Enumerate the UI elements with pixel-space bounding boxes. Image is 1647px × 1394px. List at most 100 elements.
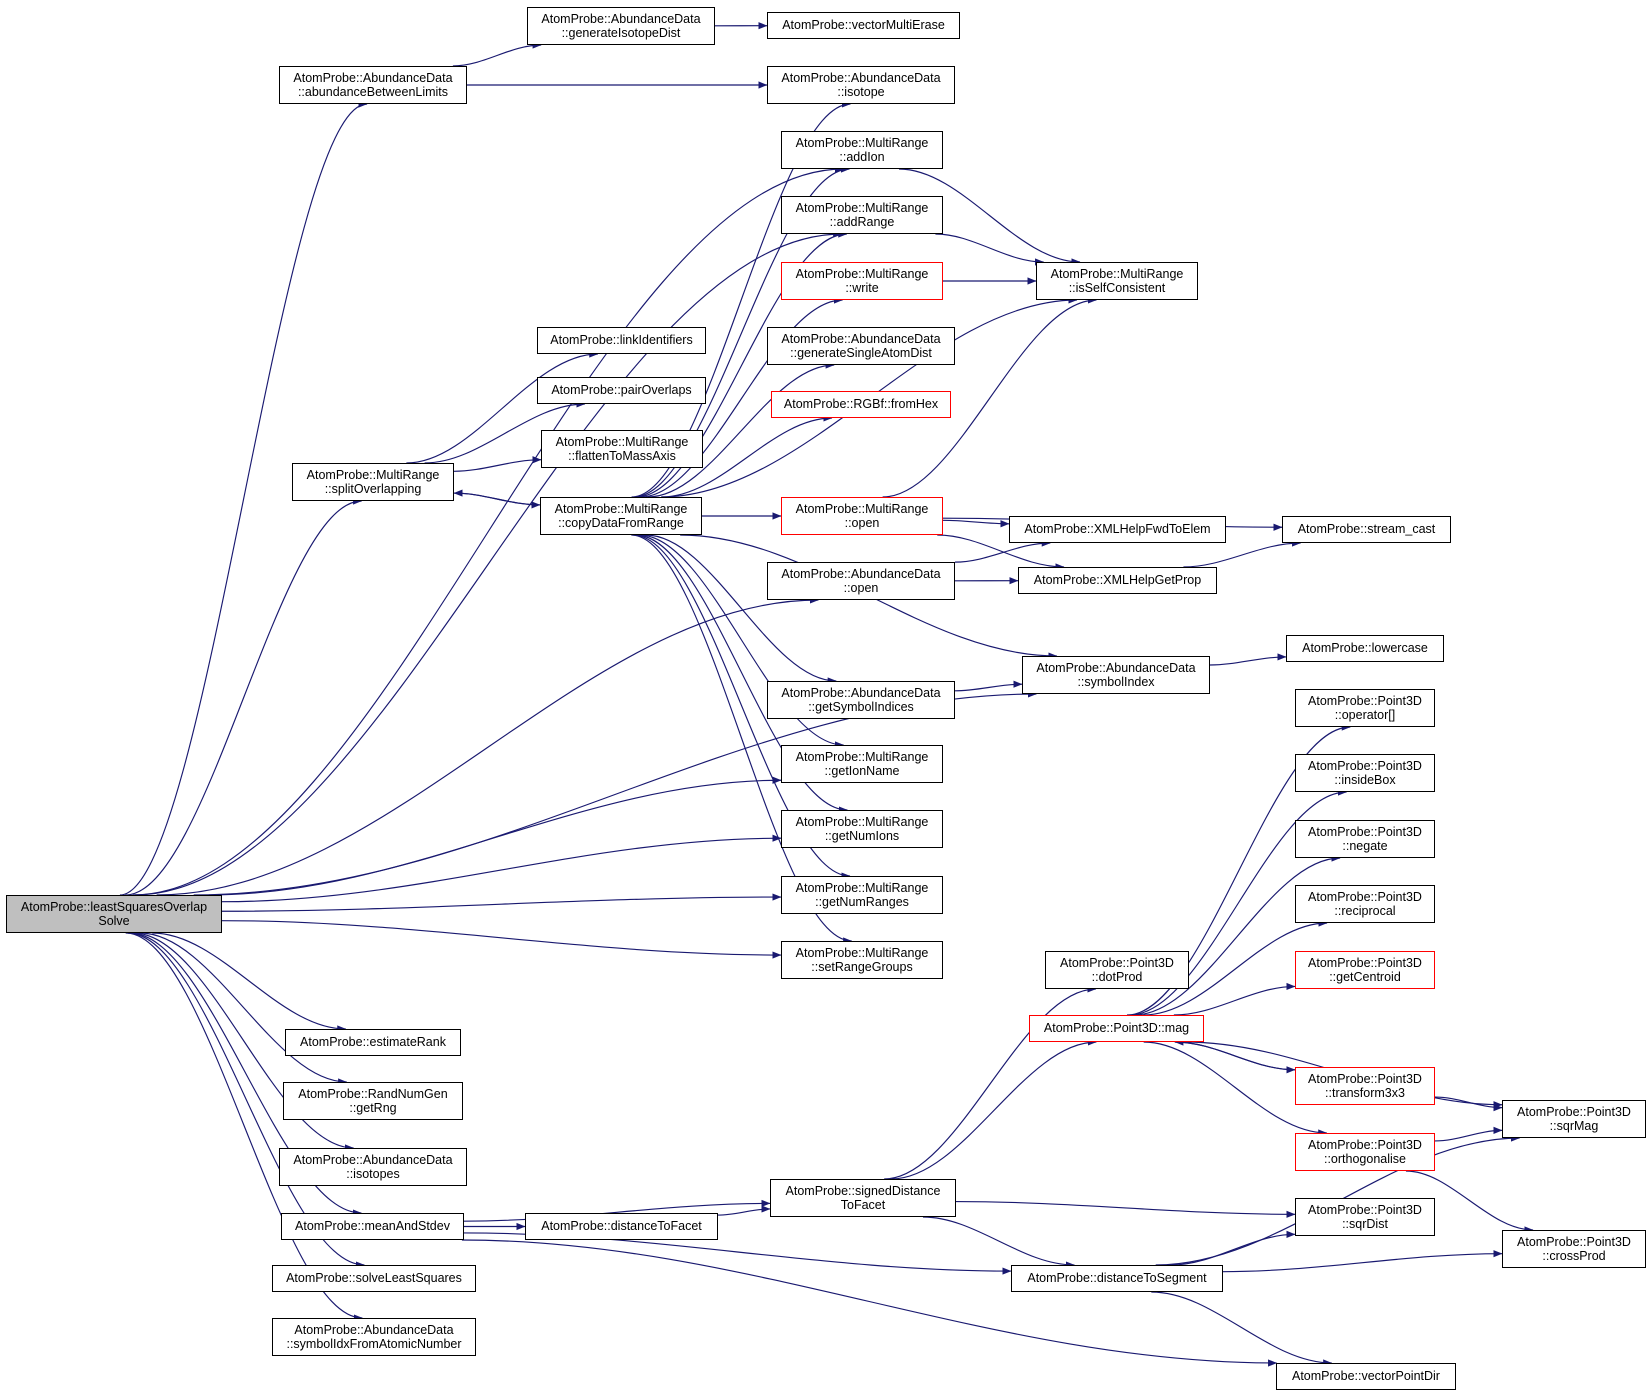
node-label: AtomProbe::MultiRange bbox=[795, 945, 929, 960]
node-sqr-mag[interactable]: AtomProbe::Point3D::sqrMag bbox=[1502, 1100, 1646, 1138]
node-operator-index[interactable]: AtomProbe::Point3D::operator[] bbox=[1295, 689, 1435, 727]
node-transform3x3[interactable]: AtomProbe::Point3D::transform3x3 bbox=[1295, 1067, 1435, 1105]
edge-copyDataFromRange-to-isotope bbox=[631, 100, 851, 498]
node-label: AtomProbe::MultiRange bbox=[795, 501, 929, 516]
node-get-ion-name[interactable]: AtomProbe::MultiRange::getIonName bbox=[781, 745, 943, 783]
edge-root-to-splitOverlapping bbox=[125, 497, 363, 896]
node-label: AtomProbe::Point3D bbox=[1060, 955, 1174, 970]
node-copy-data-from-range[interactable]: AtomProbe::MultiRange::copyDataFromRange bbox=[540, 497, 702, 535]
node-isotope[interactable]: AtomProbe::AbundanceData::isotope bbox=[767, 66, 955, 104]
node-label: AtomProbe::AbundanceData bbox=[781, 685, 941, 700]
node-label: ::isSelfConsistent bbox=[1068, 281, 1166, 295]
edge-root-to-symbolIndex bbox=[193, 690, 1037, 896]
node-label: AtomProbe::MultiRange bbox=[795, 135, 929, 150]
edge-getSymbolIndices-to-symbolIndex bbox=[954, 680, 1023, 692]
node-pair-overlaps[interactable]: AtomProbe::pairOverlaps bbox=[537, 377, 706, 404]
node-label: AtomProbe::AbundanceData bbox=[293, 70, 453, 85]
node-label: AtomProbe::lowercase bbox=[1302, 641, 1428, 656]
node-label: AtomProbe::estimateRank bbox=[300, 1035, 446, 1050]
node-from-hex[interactable]: AtomProbe::RGBf::fromHex bbox=[771, 391, 951, 418]
edge-root-to-solveLeastSquares bbox=[127, 932, 365, 1269]
node-label: ::addIon bbox=[839, 150, 885, 164]
node-add-ion[interactable]: AtomProbe::MultiRange::addIon bbox=[781, 131, 943, 169]
node-get-symbol-indices[interactable]: AtomProbe::AbundanceData::getSymbolIndic… bbox=[767, 681, 955, 719]
node-multirange-open[interactable]: AtomProbe::MultiRange::open bbox=[781, 497, 943, 535]
node-sqr-dist[interactable]: AtomProbe::Point3D::sqrDist bbox=[1295, 1198, 1435, 1236]
edge-adOpen-to-xmlFwd bbox=[954, 539, 1051, 563]
edge-copyDataFromRange-to-write bbox=[640, 296, 843, 498]
node-set-range-groups[interactable]: AtomProbe::MultiRange::setRangeGroups bbox=[781, 941, 943, 979]
edge-copyDataFromRange-to-getSymbolIndices bbox=[645, 534, 837, 685]
node-vector-multi-erase[interactable]: AtomProbe::vectorMultiErase bbox=[767, 12, 960, 39]
node-link-identifiers[interactable]: AtomProbe::linkIdentifiers bbox=[537, 327, 706, 354]
node-label: AtomProbe::RandNumGen bbox=[298, 1086, 448, 1101]
node-abundancedata-open[interactable]: AtomProbe::AbundanceData::open bbox=[767, 562, 955, 600]
edge-signedDistanceToFacet-to-dotProd bbox=[884, 985, 1097, 1180]
node-inside-box[interactable]: AtomProbe::Point3D::insideBox bbox=[1295, 754, 1435, 792]
node-label: AtomProbe::Point3D bbox=[1308, 693, 1422, 708]
node-mag[interactable]: AtomProbe::Point3D::mag bbox=[1029, 1015, 1204, 1042]
node-label: AtomProbe::leastSquaresOverlap bbox=[20, 899, 208, 914]
node-add-range[interactable]: AtomProbe::MultiRange::addRange bbox=[781, 196, 943, 234]
edge-mag-to-negate bbox=[1134, 854, 1341, 1016]
node-label: AtomProbe::Point3D bbox=[1517, 1234, 1631, 1249]
node-label: ::sqrDist bbox=[1342, 1217, 1388, 1231]
node-label: AtomProbe::MultiRange bbox=[795, 200, 929, 215]
node-solve-least-squares[interactable]: AtomProbe::solveLeastSquares bbox=[272, 1265, 476, 1292]
node-orthogonalise[interactable]: AtomProbe::Point3D::orthogonalise bbox=[1295, 1133, 1435, 1171]
node-mean-and-stdev[interactable]: AtomProbe::meanAndStdev bbox=[281, 1213, 464, 1240]
node-cross-prod[interactable]: AtomProbe::Point3D::crossProd bbox=[1502, 1230, 1646, 1268]
edge-copyDataFromRange-to-splitOverlapping bbox=[453, 489, 541, 506]
node-get-num-ranges[interactable]: AtomProbe::MultiRange::getNumRanges bbox=[781, 876, 943, 914]
edge-orthogonalise-to-crossProd bbox=[1405, 1170, 1534, 1234]
node-label: AtomProbe::RGBf::fromHex bbox=[783, 397, 939, 412]
node-symbol-idx-from-atomic-number[interactable]: AtomProbe::AbundanceData::symbolIdxFromA… bbox=[272, 1318, 476, 1356]
node-label: AtomProbe::Point3D bbox=[1308, 1071, 1422, 1086]
node-distance-to-facet[interactable]: AtomProbe::distanceToFacet bbox=[525, 1213, 718, 1240]
node-reciprocal[interactable]: AtomProbe::Point3D::reciprocal bbox=[1295, 885, 1435, 923]
node-label: ::open bbox=[844, 516, 880, 530]
node-xml-help-fwd-to-elem[interactable]: AtomProbe::XMLHelpFwdToElem bbox=[1009, 516, 1226, 543]
node-flatten-to-mass-axis[interactable]: AtomProbe::MultiRange::flattenToMassAxis bbox=[541, 430, 703, 468]
node-label: ::abundanceBetweenLimits bbox=[297, 85, 449, 99]
node-dot-prod[interactable]: AtomProbe::Point3D::dotProd bbox=[1045, 951, 1189, 989]
node-stream-cast[interactable]: AtomProbe::stream_cast bbox=[1282, 516, 1451, 543]
node-label: AtomProbe::Point3D bbox=[1308, 955, 1422, 970]
node-negate[interactable]: AtomProbe::Point3D::negate bbox=[1295, 820, 1435, 858]
node-label: AtomProbe::XMLHelpFwdToElem bbox=[1024, 522, 1211, 537]
edge-splitOverlapping-to-flattenToMassAxis bbox=[453, 456, 542, 472]
node-estimate-rank[interactable]: AtomProbe::estimateRank bbox=[285, 1029, 461, 1056]
node-label: ::dotProd bbox=[1091, 970, 1143, 984]
node-label: ::getSymbolIndices bbox=[808, 700, 914, 714]
node-vector-point-dir[interactable]: AtomProbe::vectorPointDir bbox=[1276, 1363, 1456, 1390]
node-generate-isotope-dist[interactable]: AtomProbe::AbundanceData::generateIsotop… bbox=[527, 7, 715, 45]
node-label: ::transform3x3 bbox=[1325, 1086, 1405, 1100]
node-lowercase[interactable]: AtomProbe::lowercase bbox=[1286, 635, 1444, 662]
node-label: Solve bbox=[98, 914, 130, 928]
node-label: AtomProbe::AbundanceData bbox=[781, 70, 941, 85]
node-xml-help-get-prop[interactable]: AtomProbe::XMLHelpGetProp bbox=[1018, 567, 1217, 594]
node-isotopes[interactable]: AtomProbe::AbundanceData::isotopes bbox=[279, 1148, 467, 1186]
node-label: AtomProbe::MultiRange bbox=[1050, 266, 1184, 281]
node-abundance-between-limits[interactable]: AtomProbe::AbundanceData::abundanceBetwe… bbox=[279, 66, 467, 104]
node-split-overlapping[interactable]: AtomProbe::MultiRange::splitOverlapping bbox=[292, 463, 454, 501]
edge-mag-to-getCentroid bbox=[1173, 982, 1296, 1016]
node-label: AtomProbe::AbundanceData bbox=[294, 1322, 454, 1337]
node-is-self-consistent[interactable]: AtomProbe::MultiRange::isSelfConsistent bbox=[1036, 262, 1198, 300]
node-get-rng[interactable]: AtomProbe::RandNumGen::getRng bbox=[283, 1082, 463, 1120]
node-distance-to-segment[interactable]: AtomProbe::distanceToSegment bbox=[1011, 1265, 1223, 1292]
node-get-centroid[interactable]: AtomProbe::Point3D::getCentroid bbox=[1295, 951, 1435, 989]
edge-root-to-setRangeGroups bbox=[221, 920, 782, 959]
edge-signedDistanceToFacet-to-mag bbox=[891, 1038, 1097, 1180]
node-label: ToFacet bbox=[840, 1198, 886, 1212]
node-get-num-ions[interactable]: AtomProbe::MultiRange::getNumIons bbox=[781, 810, 943, 848]
node-label: ::symbolIndex bbox=[1077, 675, 1155, 689]
node-write[interactable]: AtomProbe::MultiRange::write bbox=[781, 262, 943, 300]
node-generate-single-atom-dist[interactable]: AtomProbe::AbundanceData::generateSingle… bbox=[767, 327, 955, 365]
edge-signedDistanceToFacet-to-sqrDist bbox=[955, 1200, 1296, 1218]
node-label: AtomProbe::solveLeastSquares bbox=[286, 1271, 462, 1286]
node-symbol-index[interactable]: AtomProbe::AbundanceData::symbolIndex bbox=[1022, 656, 1210, 694]
edge-copyDataFromRange-to-addRange bbox=[636, 230, 848, 498]
